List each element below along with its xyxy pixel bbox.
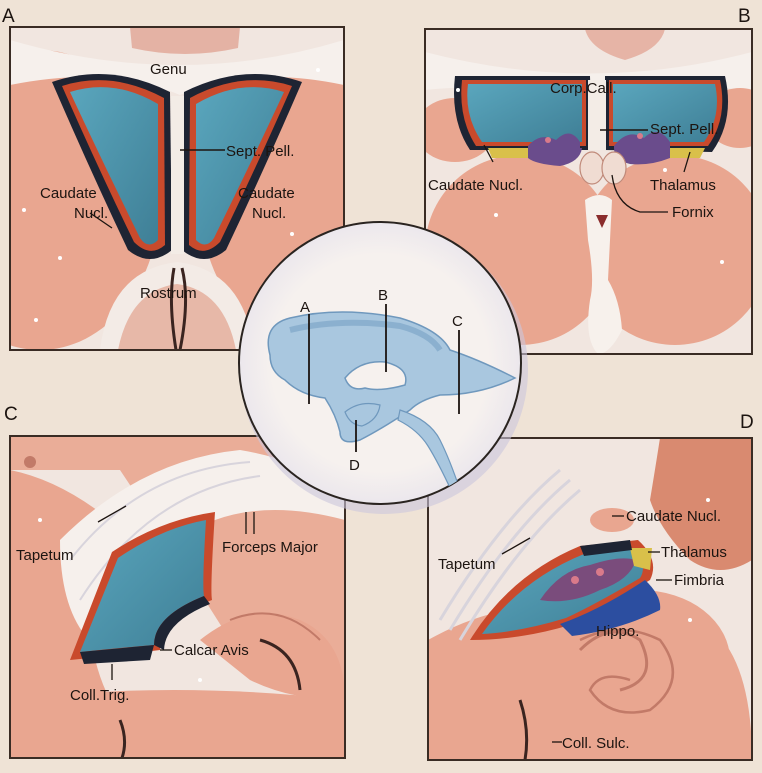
marker-c: C xyxy=(452,313,463,330)
center-ventricle-overview: A B C D xyxy=(238,221,528,514)
label-fimbria: Fimbria xyxy=(674,572,725,589)
marker-b: B xyxy=(378,287,388,304)
panel-b-letter: B xyxy=(738,6,751,27)
label-caudate-left-1: Caudate xyxy=(40,185,97,202)
panel-c: C Tapetum Forceps Major Calcar Avis Coll… xyxy=(4,404,346,759)
label-coll-trig: Coll.Trig. xyxy=(70,687,129,704)
panel-d-letter: D xyxy=(740,412,754,433)
label-forceps-major: Forceps Major xyxy=(222,539,318,556)
label-tapetum-c: Tapetum xyxy=(16,547,74,564)
label-sept-pell-a: Sept. Pell. xyxy=(226,143,294,160)
label-caudate-right-2: Nucl. xyxy=(252,205,286,222)
label-hippo: Hippo. xyxy=(596,623,639,640)
marker-d: D xyxy=(349,457,360,474)
label-sept-pell-b: Sept. Pell. xyxy=(650,121,718,138)
label-tapetum-d: Tapetum xyxy=(438,556,496,573)
label-genu: Genu xyxy=(150,61,187,78)
marker-a: A xyxy=(300,299,310,316)
label-caudate-b: Caudate Nucl. xyxy=(428,177,523,194)
label-thalamus-b: Thalamus xyxy=(650,177,716,194)
label-coll-sulc: Coll. Sulc. xyxy=(562,735,630,752)
label-fornix: Fornix xyxy=(672,204,714,221)
panel-a-letter: A xyxy=(2,6,15,27)
label-thalamus-d: Thalamus xyxy=(661,544,727,561)
label-caudate-d: Caudate Nucl. xyxy=(626,508,721,525)
panel-d: D Caudate Nucl. Thalamus Tapetum Fimbria… xyxy=(427,412,754,761)
panel-a: A Genu Sept. Pell. Caudate Nucl. Caudate… xyxy=(2,6,345,351)
label-calcar-avis: Calcar Avis xyxy=(174,642,249,659)
label-caudate-right-1: Caudate xyxy=(238,185,295,202)
panel-c-letter: C xyxy=(4,404,18,425)
label-corp-call: Corp.Call. xyxy=(550,80,617,97)
label-rostrum: Rostrum xyxy=(140,285,197,302)
